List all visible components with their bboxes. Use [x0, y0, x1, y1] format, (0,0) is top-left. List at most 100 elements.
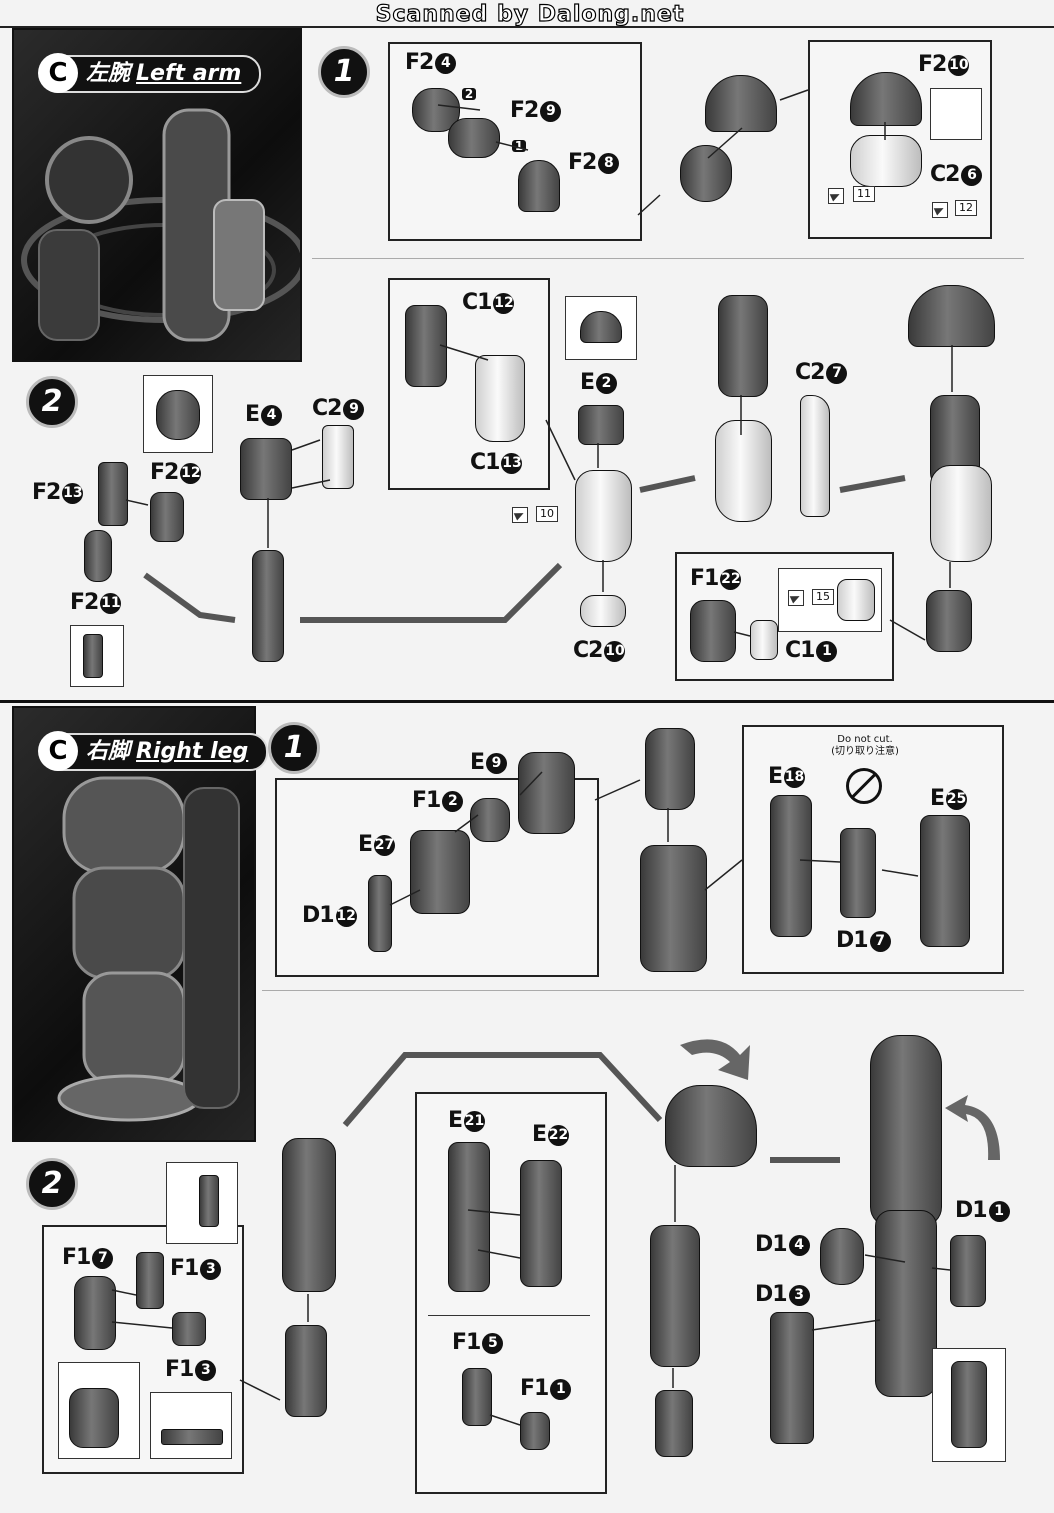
part-f1-1	[520, 1412, 550, 1450]
arrow	[881, 869, 919, 877]
gate-10: 10	[536, 506, 558, 522]
part-knee-armor	[665, 1085, 757, 1167]
arrow	[439, 344, 489, 361]
detail-f1-3-inset	[166, 1162, 238, 1244]
part-d1-3	[770, 1312, 814, 1444]
order-2: 2	[462, 88, 476, 100]
detail-f2-11-inset	[70, 625, 124, 687]
detail-f2-12-inset	[143, 375, 213, 453]
part-c1-12	[405, 305, 447, 387]
arrow	[519, 771, 543, 796]
part-forearm-stage-lower	[715, 420, 772, 522]
part-detail	[951, 1361, 987, 1448]
arrow	[125, 499, 149, 506]
callout	[637, 194, 661, 216]
part-e2	[578, 405, 624, 445]
callout	[594, 779, 641, 801]
flow-arrow	[143, 572, 236, 623]
arrow	[799, 859, 841, 863]
part-shin-assembly	[650, 1225, 700, 1367]
part-shin	[640, 845, 707, 972]
detail-e2-inset	[565, 296, 637, 360]
callout	[779, 89, 809, 101]
part-e22	[520, 1160, 562, 1287]
rotate-arrow-icon	[680, 1039, 750, 1080]
arrow	[437, 104, 481, 111]
do-not-cut-jp: (切り取り注意)	[831, 746, 899, 757]
flow-arrow	[839, 475, 906, 493]
part-assembled-shoulder	[908, 285, 995, 347]
part-c1-13	[475, 355, 525, 442]
c-badge-icon: C	[38, 53, 78, 93]
part-e4	[240, 438, 292, 500]
part-c2-9	[322, 425, 354, 489]
left-arm-title-en: Left arm	[136, 61, 242, 86]
callout	[239, 1379, 281, 1401]
gate-11: 11	[853, 186, 875, 202]
arrow	[467, 1209, 521, 1216]
part-e18	[770, 795, 812, 937]
flow-arrow	[342, 1052, 663, 1127]
part-c2-10	[580, 595, 626, 627]
part-f2-12	[150, 492, 184, 542]
part-f1-5	[462, 1368, 492, 1426]
gate-cut-icon	[788, 590, 804, 606]
arrow	[864, 1254, 906, 1263]
part-arrows	[111, 104, 953, 1426]
gate-12: 12	[955, 200, 977, 216]
part-d1-4	[820, 1228, 864, 1285]
part-c1-1	[750, 620, 778, 660]
right-leg-section	[0, 700, 1054, 1513]
part-d1-12	[368, 875, 392, 952]
arrow	[111, 1289, 137, 1296]
do-not-cut-note: Do not cut. (切り取り注意)	[830, 734, 900, 758]
part-detail	[83, 634, 103, 678]
part-f1-3-lower	[172, 1312, 206, 1346]
part-detail	[199, 1175, 219, 1227]
flow-arrow	[300, 562, 563, 623]
part-detail	[156, 390, 200, 440]
arrow	[811, 1319, 881, 1331]
part-detail	[161, 1429, 223, 1445]
box-divider	[428, 1315, 590, 1316]
step-2-badge: 2	[26, 376, 78, 428]
left-arm-section	[0, 26, 1054, 698]
part-f2-10	[850, 72, 922, 126]
figure-leg-silhouette	[57, 776, 240, 1122]
part-f2-13	[98, 462, 128, 526]
part-c2-7	[800, 395, 830, 517]
c-badge-icon: C	[38, 731, 78, 771]
arrow	[389, 889, 421, 906]
gate-cut-icon	[932, 202, 948, 218]
part-c2-6	[850, 135, 922, 187]
part-forearm-stage	[718, 295, 768, 397]
detail-d1-1-inset	[932, 1348, 1006, 1462]
arrow	[111, 1321, 173, 1329]
step-divider	[262, 990, 1024, 991]
part-detail	[580, 311, 622, 343]
detail-f1-3-orient-inset	[150, 1392, 232, 1459]
part-hand-final	[926, 590, 972, 652]
rotate-arrow-icon	[945, 1095, 1000, 1160]
arrow	[489, 1414, 521, 1426]
arrow	[291, 479, 331, 489]
gate-cut-icon	[512, 507, 528, 523]
detail-inset	[930, 88, 982, 140]
left-arm-title-jp: 左腕	[86, 61, 131, 86]
part-f2-9	[448, 118, 500, 158]
detail-ankle-inset	[58, 1362, 140, 1459]
